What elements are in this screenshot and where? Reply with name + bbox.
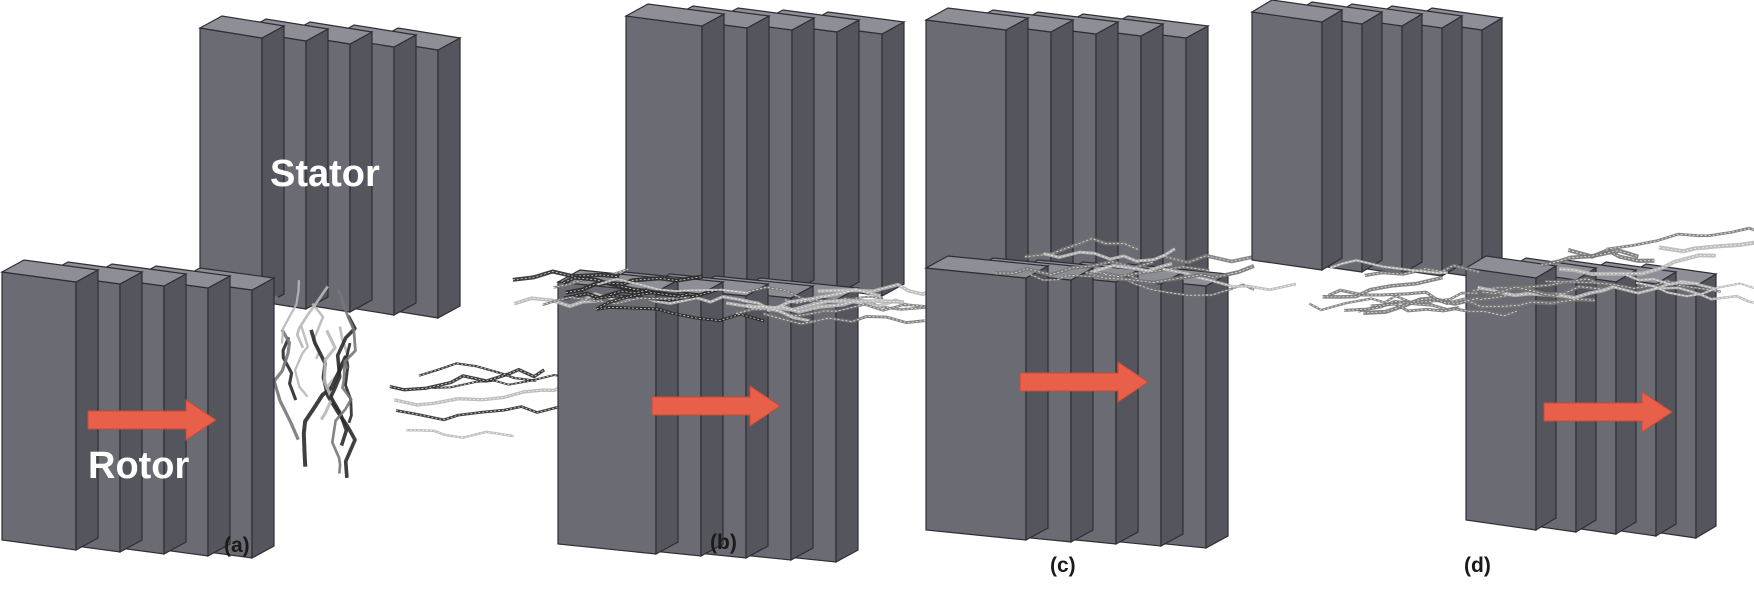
fiber-strand xyxy=(272,328,300,441)
panel-label-c: (c) xyxy=(1050,554,1076,577)
fiber-texture xyxy=(1024,238,1139,258)
fiber-texture xyxy=(1541,250,1639,266)
fiber-texture xyxy=(394,383,569,406)
fiber-texture xyxy=(563,289,648,299)
fiber-strand xyxy=(395,404,565,422)
fiber-strand xyxy=(418,362,537,382)
rotor-label: Rotor xyxy=(88,445,190,487)
fiber-texture xyxy=(1636,282,1754,297)
fiber-texture xyxy=(592,288,721,301)
fiber-texture xyxy=(766,300,905,313)
fiber-strand xyxy=(281,336,298,401)
fiber-texture xyxy=(584,293,749,304)
fiber-texture xyxy=(1364,265,1480,276)
fibers-b-left xyxy=(512,267,765,323)
fiber-texture xyxy=(597,278,748,294)
fibers-d-left xyxy=(1308,259,1618,318)
panel-label-b: (b) xyxy=(710,531,737,554)
rotor-b-plate xyxy=(556,269,680,556)
motion-arrow-b xyxy=(651,385,781,427)
fibers-d-right xyxy=(1540,226,1754,304)
fiber-strand xyxy=(1606,226,1754,251)
panel-c xyxy=(924,7,1308,550)
fiber-strand xyxy=(295,285,329,349)
fiber-texture xyxy=(1655,287,1754,304)
motion-arrow-a xyxy=(87,399,217,441)
fiber-strand xyxy=(329,315,357,447)
fiber-strand xyxy=(1043,247,1176,263)
motion-arrow-c xyxy=(1019,361,1149,403)
fiber-texture xyxy=(1330,259,1448,274)
fiber-texture xyxy=(389,369,545,391)
fiber-strand xyxy=(293,325,309,398)
fiber-texture xyxy=(1472,278,1601,291)
fiber-texture xyxy=(565,276,703,293)
rotor-c-plate xyxy=(924,255,1050,542)
fiber-strand xyxy=(337,289,357,370)
panel-label-a: (a) xyxy=(224,534,250,557)
fiber-strand xyxy=(763,312,925,326)
stator-a xyxy=(198,15,462,320)
stator-b xyxy=(624,3,906,298)
stator-c xyxy=(924,7,1210,288)
fiber-texture xyxy=(1089,263,1173,273)
fiber-texture xyxy=(406,429,514,439)
panel-d xyxy=(1250,0,1754,540)
fiber-texture xyxy=(1162,268,1296,291)
fiber-texture xyxy=(513,297,603,307)
fiber-texture xyxy=(1482,286,1559,297)
fiber-texture xyxy=(1030,274,1140,281)
fiber-strand xyxy=(1085,264,1255,285)
fibers-c xyxy=(995,236,1308,297)
fiber-strand xyxy=(542,296,688,307)
fiber-texture xyxy=(784,296,884,304)
fiber-strand xyxy=(1658,240,1754,254)
fiber-strand xyxy=(330,360,353,474)
stator-d-plate xyxy=(1250,0,1344,272)
panel-a xyxy=(0,15,584,560)
fiber-strand xyxy=(393,381,570,407)
fiber-texture xyxy=(596,306,765,322)
panel-label-d: (d) xyxy=(1464,554,1491,577)
fiber-texture xyxy=(995,261,1154,276)
rotor-a-plate xyxy=(0,259,100,552)
stator-c-plate xyxy=(924,7,1030,280)
fiber-texture xyxy=(1344,300,1460,311)
stator-a-plate xyxy=(198,15,286,308)
fiber-texture xyxy=(1328,289,1467,304)
fiber-strand xyxy=(280,280,301,344)
rotor-a xyxy=(0,259,276,560)
fiber-texture xyxy=(741,300,810,322)
fiber-texture xyxy=(1370,303,1517,317)
fiber-texture xyxy=(512,271,620,281)
panel-b xyxy=(512,3,967,564)
fiber-strand xyxy=(319,329,337,421)
fiber-texture xyxy=(1545,279,1721,293)
fiber-texture xyxy=(1559,254,1716,275)
fiber-strand xyxy=(1466,297,1595,309)
fiber-strand xyxy=(1363,295,1480,315)
stator-b-plate xyxy=(624,3,726,290)
fibers-a-loose xyxy=(389,362,584,439)
stator-d xyxy=(1250,0,1504,280)
stator-label: Stator xyxy=(270,153,380,195)
rotor-d-plate xyxy=(1464,255,1558,532)
rotor-c xyxy=(924,255,1230,550)
fiber-texture xyxy=(1322,277,1443,298)
fiber-texture xyxy=(726,288,881,309)
fiber-texture xyxy=(1622,272,1700,285)
fiber-texture xyxy=(735,308,838,317)
fiber-texture xyxy=(596,292,691,310)
motion-arrow-d xyxy=(1543,391,1673,433)
